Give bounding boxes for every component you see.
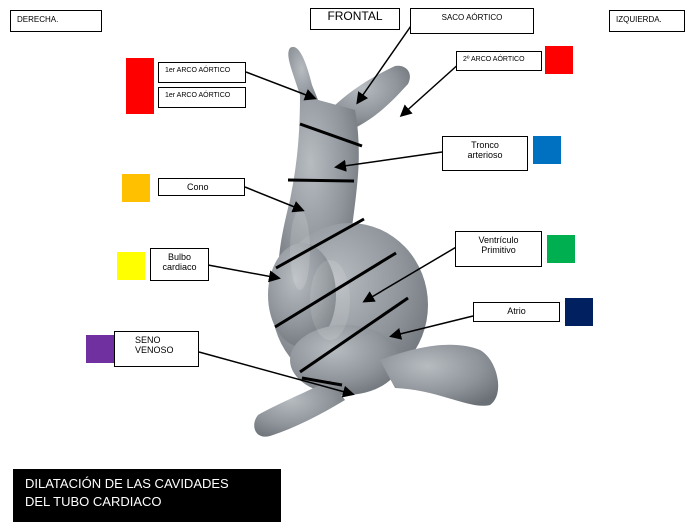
swatch-cono (122, 174, 150, 202)
swatch-arco-2 (545, 46, 573, 74)
label-primer-arco-a: 1er ARCO AÓRTICO (158, 62, 246, 83)
caption-box: DILATACIÓN DE LAS CAVIDADES DEL TUBO CAR… (13, 469, 281, 522)
orientation-right-label: DERECHA. (10, 10, 102, 32)
swatch-tronco (533, 136, 561, 164)
swatch-ventriculo (547, 235, 575, 263)
bulbo-line-1: Bulbo (157, 252, 202, 262)
arrow-bulbo (208, 265, 278, 278)
label-cono: Cono (158, 178, 245, 196)
ventriculo-line-2: Primitivo (462, 245, 535, 255)
tronco-line-2: arterioso (449, 150, 521, 160)
arrow-arco2 (402, 62, 461, 115)
orientation-left-label: IZQUIERDA. (609, 10, 685, 32)
tronco-line-1: Tronco (449, 140, 521, 150)
seno-line-1: SENO (135, 335, 192, 345)
label-saco-aortico: SACO AÓRTICO (410, 8, 534, 34)
label-primer-arco-b: 1er ARCO AÓRTICO (158, 87, 246, 108)
divider-trunk-cone (288, 180, 354, 181)
caption-line-1: DILATACIÓN DE LAS CAVIDADES (25, 475, 269, 493)
orientation-frontal-label: FRONTAL (310, 8, 400, 30)
label-segundo-arco: 2º ARCO AÓRTICO (456, 51, 542, 71)
label-seno-venoso: SENO VENOSO (114, 331, 199, 367)
swatch-arco-1-a (126, 58, 154, 86)
swatch-atrio (565, 298, 593, 326)
label-ventriculo-primitivo: Ventrículo Primitivo (455, 231, 542, 267)
venous-horn-left (380, 345, 498, 406)
label-tronco-arterioso: Tronco arterioso (442, 136, 528, 171)
swatch-seno (86, 335, 114, 363)
swatch-arco-1-b (126, 86, 154, 114)
swatch-bulbo (117, 252, 145, 280)
bulbo-line-2: cardiaco (157, 262, 202, 272)
label-atrio: Atrio (473, 302, 560, 322)
seno-line-2: VENOSO (135, 345, 192, 355)
ventriculo-line-1: Ventrículo (462, 235, 535, 245)
caption-line-2: DEL TUBO CARDIACO (25, 493, 269, 511)
label-bulbo-cardiaco: Bulbo cardiaco (150, 248, 209, 281)
